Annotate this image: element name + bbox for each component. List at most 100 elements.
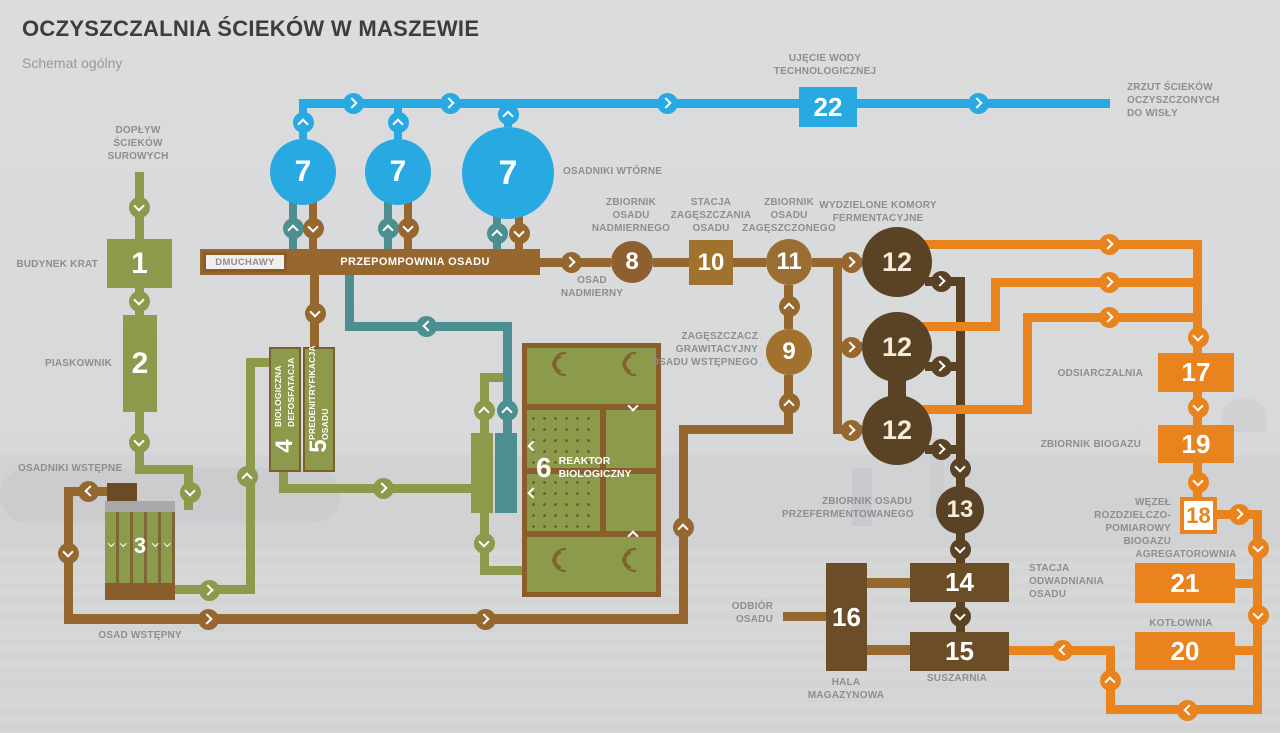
chevron-left-icon [1051, 639, 1073, 661]
label-ujecie: UJĘCIE WODY TECHNOLOGICZNEJ [773, 53, 877, 77]
chevron-up-icon [282, 217, 304, 239]
pipe-segment [918, 322, 1000, 331]
label-kotlownia: KOTŁOWNIA [1149, 618, 1213, 629]
chevron-up-icon [236, 465, 258, 487]
chevron-left-icon [77, 480, 99, 502]
chevron-down-icon [304, 302, 326, 324]
label-osadniki-wstepne: OSADNIKI WSTĘPNE [18, 463, 123, 474]
pipe-segment [867, 645, 910, 655]
chevron-down-icon [302, 217, 324, 239]
chevron-down-icon [1247, 604, 1269, 626]
chevron-right-icon [930, 355, 952, 377]
chevron-left-icon [523, 438, 539, 454]
chevron-down-icon [115, 537, 131, 553]
tank-scraper [107, 483, 137, 501]
page-title: OCZYSZCZALNIA ŚCIEKÓW W MASZEWIE [22, 16, 480, 41]
label-stacja-odwadniania: STACJA ODWADNIANIA OSADU [1029, 563, 1104, 600]
chevron-down-icon [128, 290, 150, 312]
node-piaskownik: 2 [123, 315, 157, 412]
label-suszarnia: SUSZARNIA [926, 673, 988, 684]
chevron-up-icon [672, 516, 694, 538]
chevron-down-icon [397, 217, 419, 239]
chevron-up-icon [496, 399, 518, 421]
aerator-wave-icon [612, 547, 640, 573]
node-osadnik-wtorny-2: 7 [365, 139, 431, 205]
chevron-up-icon [778, 295, 800, 317]
reactor-label: 6 REAKTOR BIOLOGICZNY [536, 452, 632, 483]
chevron-right-icon [840, 336, 862, 358]
chevron-right-icon [840, 419, 862, 441]
pipe-segment [688, 425, 793, 434]
node-ujecie-wody: 22 [799, 87, 857, 127]
chevron-up-icon [292, 111, 314, 133]
label-hala-magazynowa: HALA MAGAZYNOWA [807, 677, 885, 701]
node-osadnik-wtorny-3: 7 [462, 127, 554, 219]
aerator-wave-icon [542, 547, 570, 573]
chevron-left-icon [523, 485, 539, 501]
chevron-down-icon [1187, 471, 1209, 493]
tank-bottomband [105, 583, 175, 600]
chevron-up-icon [778, 392, 800, 414]
pipe-segment [1235, 579, 1253, 588]
page-subtitle: Schemat ogólny [22, 55, 123, 71]
pipe-segment [956, 277, 965, 487]
node-stacja-zageszczania: 10 [689, 240, 733, 285]
label-osad-wstepny: OSAD WSTĘPNY [98, 630, 182, 641]
chevron-right-icon [1098, 271, 1120, 293]
chevron-down-icon [625, 399, 641, 415]
chevron-up-icon [625, 526, 641, 542]
label-osad-nadmierny: OSAD NADMIERNY [560, 275, 624, 299]
chevron-right-icon [560, 251, 582, 273]
chevron-right-icon [439, 92, 461, 114]
node-komora-fermentacyjna-1: 12 [862, 227, 932, 297]
label-zbiornik-biogazu: ZBIORNIK BIOGAZU [1040, 439, 1141, 450]
node-komora-fermentacyjna-2: 12 [862, 312, 932, 382]
label-zrzut: ZRZUT ŚCIEKÓW OCZYSZCZONYCH DO WISŁY [1127, 82, 1220, 119]
pipe-segment [867, 578, 910, 588]
pipe-segment [918, 405, 1032, 414]
label-zbiornik-przefermentowanego: ZBIORNIK OSADU PRZEFERMENTOWANEGO [782, 496, 914, 520]
pipe-segment [783, 612, 827, 621]
chevron-right-icon [342, 92, 364, 114]
label-odbior-osadu: ODBIÓR OSADU [731, 601, 773, 625]
chevron-right-icon [372, 477, 394, 499]
label-wydzielone-komory: WYDZIELONE KOMORY FERMENTACYJNE [819, 200, 937, 224]
chevron-down-icon [1187, 396, 1209, 418]
chevron-up-icon [387, 111, 409, 133]
node-zbiornik-biogazu: 19 [1158, 425, 1234, 463]
pipe-segment [918, 240, 1202, 249]
node-odsiarczalnia: 17 [1158, 353, 1234, 392]
pipe-segment [1023, 313, 1032, 414]
node-biologiczna-defosfatacja: BIOLOGICZNA DEFOSFATACJA 4 [269, 347, 301, 472]
chevron-right-icon [1098, 233, 1120, 255]
pipe-segment [246, 358, 269, 367]
node-agregatorownia: 21 [1135, 563, 1235, 603]
pipe-segment [1235, 646, 1253, 655]
node-komora-fermentacyjna-3: 12 [862, 395, 932, 465]
chevron-up-icon [497, 103, 519, 125]
aerator-wave-icon [612, 351, 640, 377]
label-zageszczacz: ZAGĘSZCZACZ GRAWITACYJNY OSADU WSTĘPNEGO [651, 331, 758, 368]
label-doplyw: DOPŁYW ŚCIEKÓW SUROWYCH [107, 125, 169, 162]
pipe-segment [653, 258, 689, 267]
pipe-segment [733, 258, 766, 267]
aerator-wave-icon [542, 351, 570, 377]
chevron-left-icon [1176, 699, 1198, 721]
chevron-right-icon [197, 608, 219, 630]
chevron-right-icon [656, 92, 678, 114]
chevron-right-icon [840, 251, 862, 273]
chevron-right-icon [930, 270, 952, 292]
chevron-right-icon [930, 438, 952, 460]
node-zageszczacz-grawitacyjny: 9 [766, 329, 812, 375]
chevron-down-icon [1247, 537, 1269, 559]
dmuchawy-box: DMUCHAWY [203, 252, 287, 272]
label-osadniki-wtorne: OSADNIKI WTÓRNE [563, 166, 663, 177]
chevron-down-icon [949, 538, 971, 560]
chevron-down-icon [473, 532, 495, 554]
node-suszarnia: 15 [910, 632, 1009, 671]
tank-grayband [105, 501, 175, 512]
chevron-down-icon [1187, 326, 1209, 348]
chevron-up-icon [377, 217, 399, 239]
chevron-right-icon [474, 608, 496, 630]
